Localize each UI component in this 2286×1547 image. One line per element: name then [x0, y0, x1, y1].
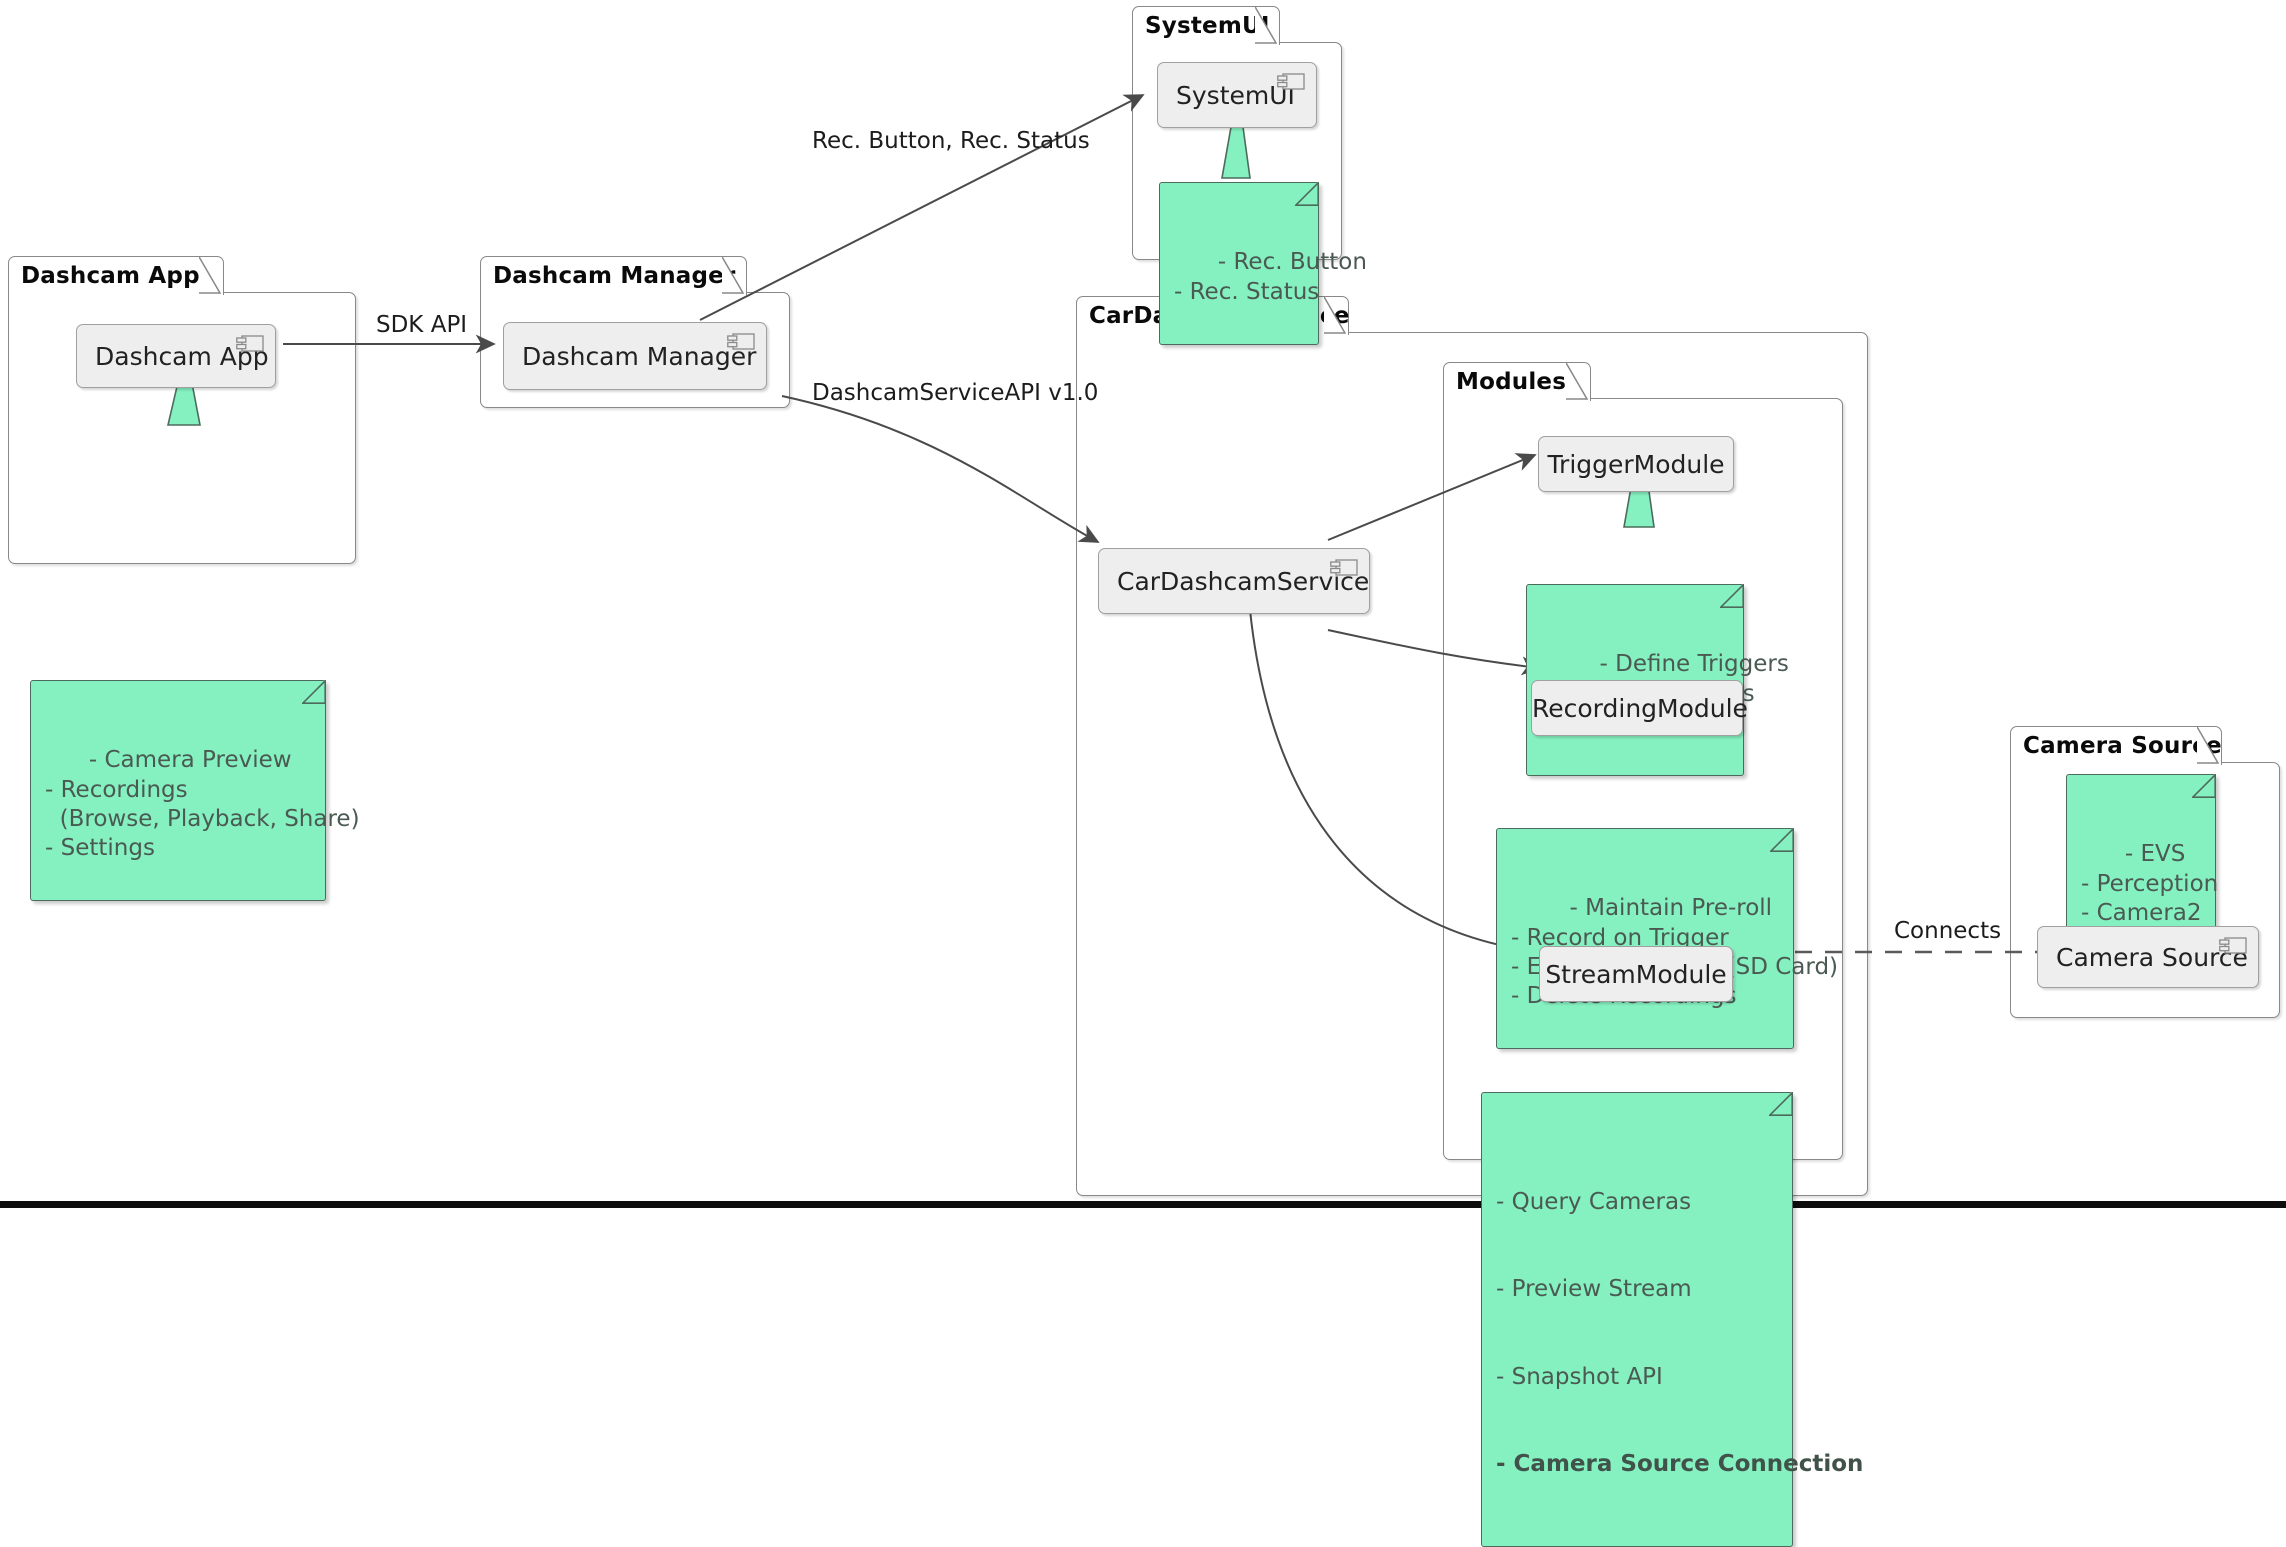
edge-label-text: DashcamServiceAPI v1.0: [812, 380, 1099, 406]
component-dashcam-app[interactable]: Dashcam App: [76, 324, 276, 388]
package-dashcam-app: Dashcam App Dashcam App - Camera Preview…: [8, 256, 360, 902]
package-tab-slant: [1566, 362, 1588, 400]
component-trigger-module[interactable]: TriggerModule: [1538, 436, 1734, 492]
edge-label-text: Rec. Button, Rec. Status: [812, 128, 1090, 154]
component-label: SystemUI: [1176, 80, 1295, 110]
note-fold-corner: [1295, 182, 1319, 206]
component-car-dashcam-service[interactable]: CarDashcamService: [1098, 548, 1370, 614]
uml-component-icon: [1330, 559, 1358, 576]
package-car-dashcam-service: CarDashcamService CarDashcamService Modu…: [1076, 296, 1868, 1547]
package-tab-slant: [722, 256, 744, 294]
package-label-dashcam-manager: Dashcam Manager: [493, 263, 736, 289]
component-label: TriggerModule: [1547, 449, 1725, 479]
note-line-emphasis: - Camera Source Connection: [1496, 1450, 1863, 1479]
note-text: - Camera Preview - Recordings (Browse, P…: [45, 747, 360, 862]
note-line: - Snapshot API: [1496, 1363, 1663, 1390]
edge-label-rec-button-status: Rec. Button, Rec. Status: [812, 128, 1090, 154]
package-system-ui: SystemUI SystemUI - Rec. Button - Rec. S…: [1132, 6, 1367, 346]
component-label: Dashcam Manager: [522, 341, 757, 371]
note-recording-module: - Maintain Pre-roll - Record on Trigger …: [1496, 828, 1838, 1050]
note-line: - Preview Stream: [1496, 1276, 1692, 1303]
package-tab-slant: [199, 256, 221, 294]
diagram-canvas: Dashcam App Dashcam App - Camera Preview…: [0, 6, 2286, 1547]
note-dashcam-app: - Camera Preview - Recordings (Browse, P…: [30, 680, 360, 902]
edge-label-dashcam-service-api: DashcamServiceAPI v1.0: [812, 380, 1098, 406]
package-tab-slant: [1255, 6, 1277, 44]
package-tab-slant: [2197, 726, 2219, 764]
note-text: - Rec. Button - Rec. Status: [1174, 249, 1367, 305]
uml-component-icon: [2219, 937, 2247, 954]
note-text: - EVS - Perception - Camera2: [2081, 841, 2219, 926]
component-recording-module[interactable]: RecordingModule: [1531, 680, 1748, 736]
package-label-modules: Modules: [1456, 369, 1567, 395]
component-dashcam-manager[interactable]: Dashcam Manager: [503, 322, 767, 390]
note-line: - Query Cameras: [1496, 1188, 1692, 1215]
edge-label-connects: Connects: [1888, 918, 2008, 944]
package-dashcam-manager: Dashcam Manager Dashcam Manager: [480, 256, 790, 408]
component-label: StreamModule: [1545, 959, 1727, 989]
note-fold-corner: [1770, 828, 1794, 852]
note-fold-corner: [1720, 584, 1744, 608]
package-tab-slant: [1324, 296, 1346, 334]
component-stream-module[interactable]: StreamModule: [1539, 946, 1733, 1002]
package-label-dashcam-app: Dashcam App: [21, 263, 200, 289]
edge-dashcam-service-api: [781, 395, 1100, 543]
note-fold-corner: [1769, 1092, 1793, 1116]
component-system-ui[interactable]: SystemUI: [1157, 62, 1317, 128]
package-camera-source: Camera Source - EVS - Perception - Camer…: [2010, 726, 2280, 1018]
package-tab: Dashcam App: [8, 256, 224, 295]
package-label-system-ui: SystemUI: [1145, 13, 1270, 39]
package-label-camera-source: Camera Source: [2023, 733, 2222, 759]
package-tab: Dashcam Manager: [480, 256, 747, 295]
component-label: Camera Source: [2056, 942, 2248, 972]
edge-label-text: Connects: [1894, 918, 2002, 944]
note-stream-module: - Query Cameras - Preview Stream - Snaps…: [1481, 1092, 1863, 1547]
note-system-ui: - Rec. Button - Rec. Status: [1159, 182, 1367, 346]
note-fold-corner: [2192, 774, 2216, 798]
edge-label-sdk-api: SDK API: [376, 312, 467, 338]
package-modules: Modules TriggerModule - Define Triggers …: [1443, 362, 1863, 1547]
bottom-bar: [0, 1201, 2286, 1208]
uml-component-icon: [1277, 73, 1305, 90]
component-camera-source[interactable]: Camera Source: [2037, 926, 2259, 988]
uml-component-icon: [236, 335, 264, 352]
component-label: RecordingModule: [1532, 693, 1748, 723]
component-label: CarDashcamService: [1117, 566, 1370, 596]
note-fold-corner: [302, 680, 326, 704]
uml-component-icon: [727, 333, 755, 350]
package-tab: Camera Source: [2010, 726, 2222, 765]
note-line-bold-text: - Camera Source Connection: [1496, 1451, 1864, 1478]
edge-label-text: SDK API: [376, 312, 468, 338]
